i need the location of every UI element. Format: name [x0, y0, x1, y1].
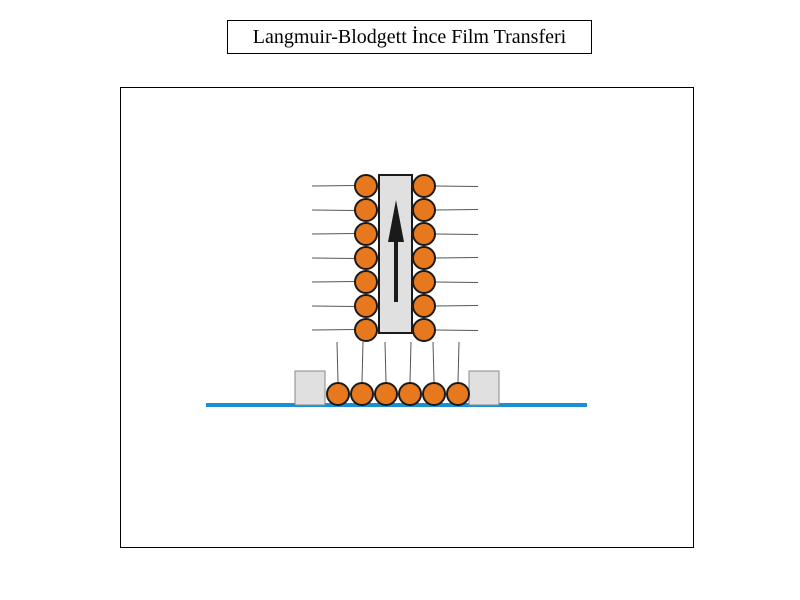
diagram-frame — [120, 87, 694, 548]
molecule-tail — [336, 341, 339, 383]
molecule-head — [354, 294, 378, 318]
molecule-tail — [434, 257, 479, 259]
molecule-tail — [361, 341, 364, 383]
molecule-head — [412, 222, 436, 246]
molecule-head — [412, 174, 436, 198]
molecule-head — [354, 270, 378, 294]
molecule-tail — [434, 305, 479, 307]
molecule-tail — [434, 209, 479, 211]
molecule-head — [354, 198, 378, 222]
molecule-tail — [457, 341, 460, 383]
molecule-head — [412, 318, 436, 342]
molecule-tail — [311, 329, 356, 331]
molecule-tail — [311, 209, 356, 211]
molecule-tail — [311, 185, 356, 187]
molecule-head — [354, 174, 378, 198]
molecule-tail — [432, 341, 435, 383]
molecule-head — [446, 382, 470, 406]
molecule-tail — [311, 281, 356, 283]
molecule-tail — [434, 185, 479, 187]
molecule-head — [354, 318, 378, 342]
molecule-head — [398, 382, 422, 406]
molecule-head — [326, 382, 350, 406]
molecule-head — [412, 270, 436, 294]
molecule-head — [354, 246, 378, 270]
hydrophobic-tails — [311, 185, 479, 383]
arrow-up-icon — [388, 200, 404, 302]
right-barrier — [468, 370, 500, 406]
molecule-head — [412, 294, 436, 318]
diagram-title: Langmuir-Blodgett İnce Film Transferi — [227, 20, 592, 54]
molecule-head — [354, 222, 378, 246]
molecule-tail — [311, 233, 356, 235]
molecule-tail — [311, 305, 356, 307]
molecule-head — [412, 198, 436, 222]
molecule-tail — [434, 233, 479, 235]
molecule-tail — [434, 281, 479, 283]
molecule-head — [412, 246, 436, 270]
molecule-tail — [384, 341, 387, 383]
molecule-tail — [311, 257, 356, 259]
hydrophilic-heads — [326, 174, 470, 406]
molecule-head — [350, 382, 374, 406]
molecule-tail — [434, 329, 479, 331]
molecule-tail — [409, 341, 412, 383]
left-barrier — [294, 370, 326, 406]
molecule-head — [422, 382, 446, 406]
molecule-head — [374, 382, 398, 406]
